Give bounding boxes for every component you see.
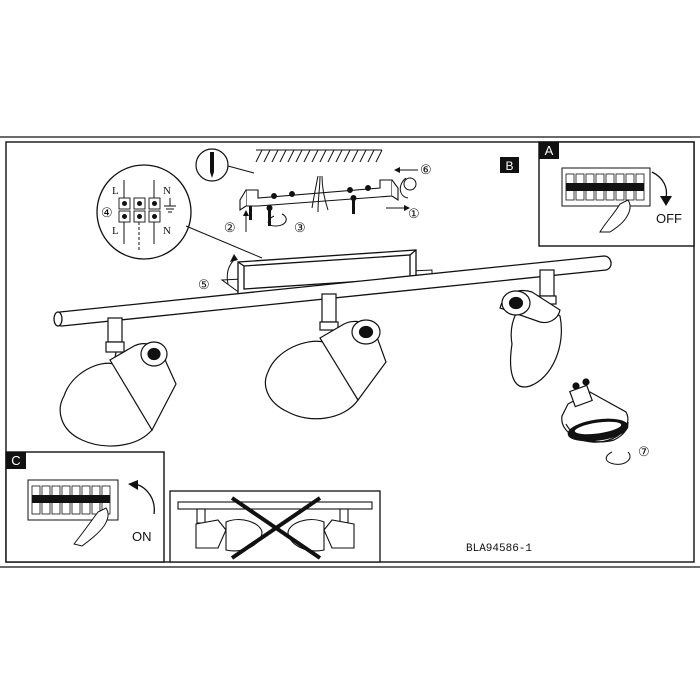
step-5-arrow-head [230, 254, 238, 262]
step-6-arrow-head [394, 167, 400, 173]
panel-a-label: A [545, 143, 554, 158]
panel-c-label: C [11, 453, 20, 468]
wall-plug-callout [195, 148, 255, 182]
panel-a-breaker-bank [561, 167, 651, 207]
step-5-marker: ⑤ [198, 277, 210, 292]
panel-a-hand [599, 199, 631, 233]
spotlight-left [59, 317, 177, 447]
spotlight-right [499, 269, 562, 388]
terminal-label-top-right: N [163, 185, 171, 197]
step-4-marker: ④ [101, 205, 113, 220]
step-1-arrow-head [404, 205, 410, 211]
earth-icon [164, 198, 176, 213]
step-2-marker: ② [224, 220, 236, 235]
gu10-bulb [561, 378, 629, 443]
panel-c-arrow [135, 483, 155, 515]
panel-a-switch-state: OFF [656, 211, 682, 226]
wrong-orientation-fixture [177, 501, 373, 552]
panel-b-label-bg [500, 157, 519, 173]
panel-c-label-bg [6, 452, 26, 469]
terminal-label-bottom-left: L [112, 225, 119, 237]
panel-a-label-bg [539, 142, 559, 159]
cross-mark-icon [230, 496, 322, 560]
panel-a-arrow [651, 171, 668, 199]
panel-c-switch-state: ON [132, 529, 152, 544]
step-7-rotate-arrow [605, 451, 631, 465]
panel-c-hand [73, 507, 109, 547]
screws [249, 177, 417, 226]
panel-c-arrow-head [128, 480, 138, 490]
ceiling-hatch [255, 149, 383, 163]
terminal-leader-line [185, 225, 263, 259]
spotlight-middle [264, 293, 387, 420]
terminal-label-top-left: L [112, 185, 119, 197]
step-5-arrow [226, 259, 235, 285]
step-3-rotate-arrow [267, 213, 287, 227]
step-1-marker: ① [408, 206, 420, 221]
step-3-marker: ③ [294, 220, 306, 235]
panel-b-label: B [505, 159, 513, 173]
wiring-terminal-detail [96, 164, 192, 260]
step-6-rotate-arrow [399, 177, 409, 199]
step-2-arrow-head [243, 210, 249, 216]
step-6-marker: ⑥ [420, 162, 432, 177]
fixture-rail [53, 255, 612, 327]
panel-a-arrow-head [660, 196, 672, 206]
model-code: BLA94586-1 [466, 543, 532, 555]
step-7-marker: ⑦ [638, 444, 650, 459]
supply-wires [311, 175, 329, 213]
terminal-label-bottom-right: N [163, 225, 171, 237]
